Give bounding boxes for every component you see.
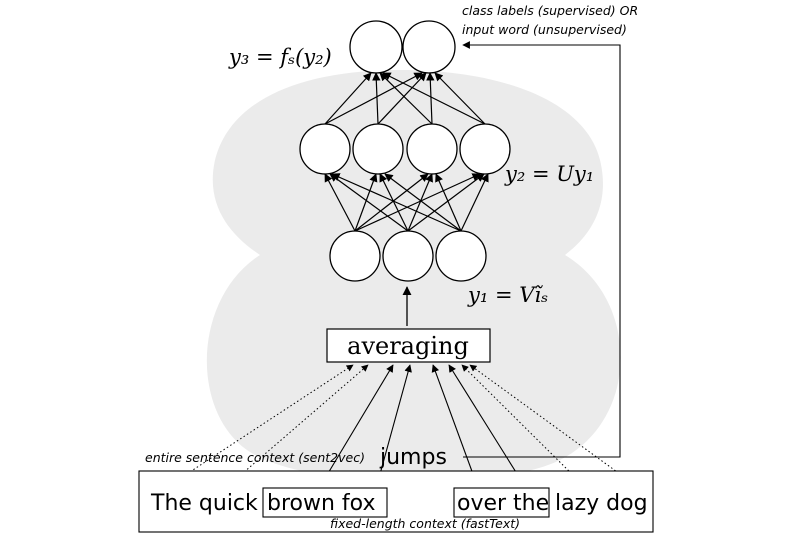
sentence-part-the-quick: The quick: [150, 491, 258, 516]
sentence-box: [138, 470, 654, 533]
hidden-layer: [299, 123, 511, 175]
context-arrow: [376, 364, 412, 486]
output-note-line2: input word (unsupervised): [462, 22, 627, 37]
hidden-to-output-arrows: [324, 72, 486, 125]
connection-arrow: [329, 173, 409, 232]
connection-arrow: [379, 173, 409, 232]
sentence-context-label: entire sentence context (sent2vec): [145, 450, 365, 465]
fixed-context-box-left: [262, 487, 388, 518]
sentence-part-over-the: over the: [457, 491, 549, 516]
input-node: [435, 230, 487, 282]
connection-arrow: [379, 72, 433, 125]
center-word: jumps: [379, 445, 447, 470]
equation-y3: y₃ = fₛ(y₂): [228, 45, 332, 69]
context-arrow: [431, 364, 478, 486]
context-arrow: [461, 364, 584, 486]
fixed-context-box-right: [453, 487, 550, 518]
input-to-hidden-arrows: [324, 173, 489, 232]
output-node: [349, 20, 403, 74]
target-word-feedback-arrow: [462, 41, 621, 458]
equation-y2: y₂ = Uy₁: [504, 162, 594, 186]
fixed-context-label: fixed-length context (fastText): [330, 516, 520, 531]
connection-arrow: [384, 173, 462, 232]
hidden-node: [459, 123, 511, 175]
hidden-node: [352, 123, 404, 175]
input-layer: [329, 230, 487, 282]
connection-arrow: [407, 173, 433, 232]
sentence-part-lazy-dog: lazy dog: [555, 491, 648, 516]
connection-arrow: [460, 173, 489, 232]
connection-arrow: [382, 72, 486, 125]
averaging-label: averaging: [347, 332, 469, 360]
connection-arrow: [354, 173, 481, 232]
connection-arrow: [372, 72, 381, 125]
hidden-node: [406, 123, 458, 175]
hidden-node: [299, 123, 351, 175]
connection-arrow: [354, 173, 378, 232]
connection-arrow: [324, 72, 372, 125]
output-note-line1: class labels (supervised) OR: [462, 3, 638, 18]
connection-arrow: [435, 173, 462, 232]
input-node: [329, 230, 381, 282]
connection-arrow: [434, 72, 486, 125]
output-layer: [349, 20, 456, 74]
connection-arrow: [354, 173, 429, 232]
context-arrow: [169, 364, 354, 486]
connection-arrow: [426, 72, 435, 125]
equation-y1: y₁ = Vĩₛ: [467, 283, 548, 307]
context-arrow: [448, 364, 525, 486]
connection-arrow: [324, 72, 423, 125]
sentence-context-arrows: [169, 364, 636, 486]
connection-arrow: [324, 173, 356, 232]
connection-arrow: [331, 173, 462, 232]
context-arrow: [228, 364, 369, 486]
context-arrow: [320, 364, 394, 486]
connection-arrow: [377, 72, 427, 125]
sentence-part-brown-fox: brown fox: [267, 491, 375, 516]
output-node: [402, 20, 456, 74]
connection-arrow: [407, 173, 485, 232]
averaging-box: [326, 328, 491, 363]
fixed-context-arrows: [320, 364, 525, 486]
input-node: [382, 230, 434, 282]
